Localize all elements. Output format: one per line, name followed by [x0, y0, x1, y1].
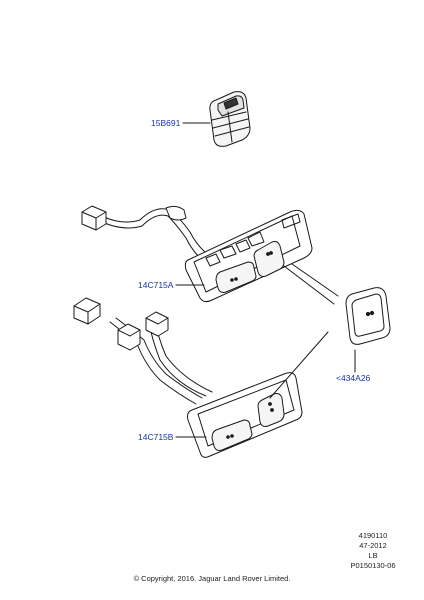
callout-434A26[interactable]: <434A26 [336, 373, 371, 383]
switch-15B691 [209, 91, 251, 147]
meta-line-2: 47-2012 [359, 541, 387, 550]
copyright-footer: © Copyright, 2016. Jaguar Land Rover Lim… [133, 574, 291, 583]
detail-line-upper-2 [291, 263, 339, 297]
detail-line-lower [269, 331, 329, 399]
meta-line-1: 4190110 [358, 531, 388, 540]
callout-14C715A[interactable]: 14C715A [138, 280, 174, 290]
detail-line-upper [283, 265, 335, 305]
switch-pack-14C715A [81, 205, 313, 303]
meta-line-4: P0150130-06 [350, 561, 396, 570]
callout-14C715B[interactable]: 14C715B [138, 432, 174, 442]
callout-15B691[interactable]: 15B691 [151, 118, 181, 128]
meta-line-3: LB [368, 551, 378, 560]
switch-pack-14C715B [73, 297, 303, 458]
switch-434A26 [345, 287, 391, 345]
